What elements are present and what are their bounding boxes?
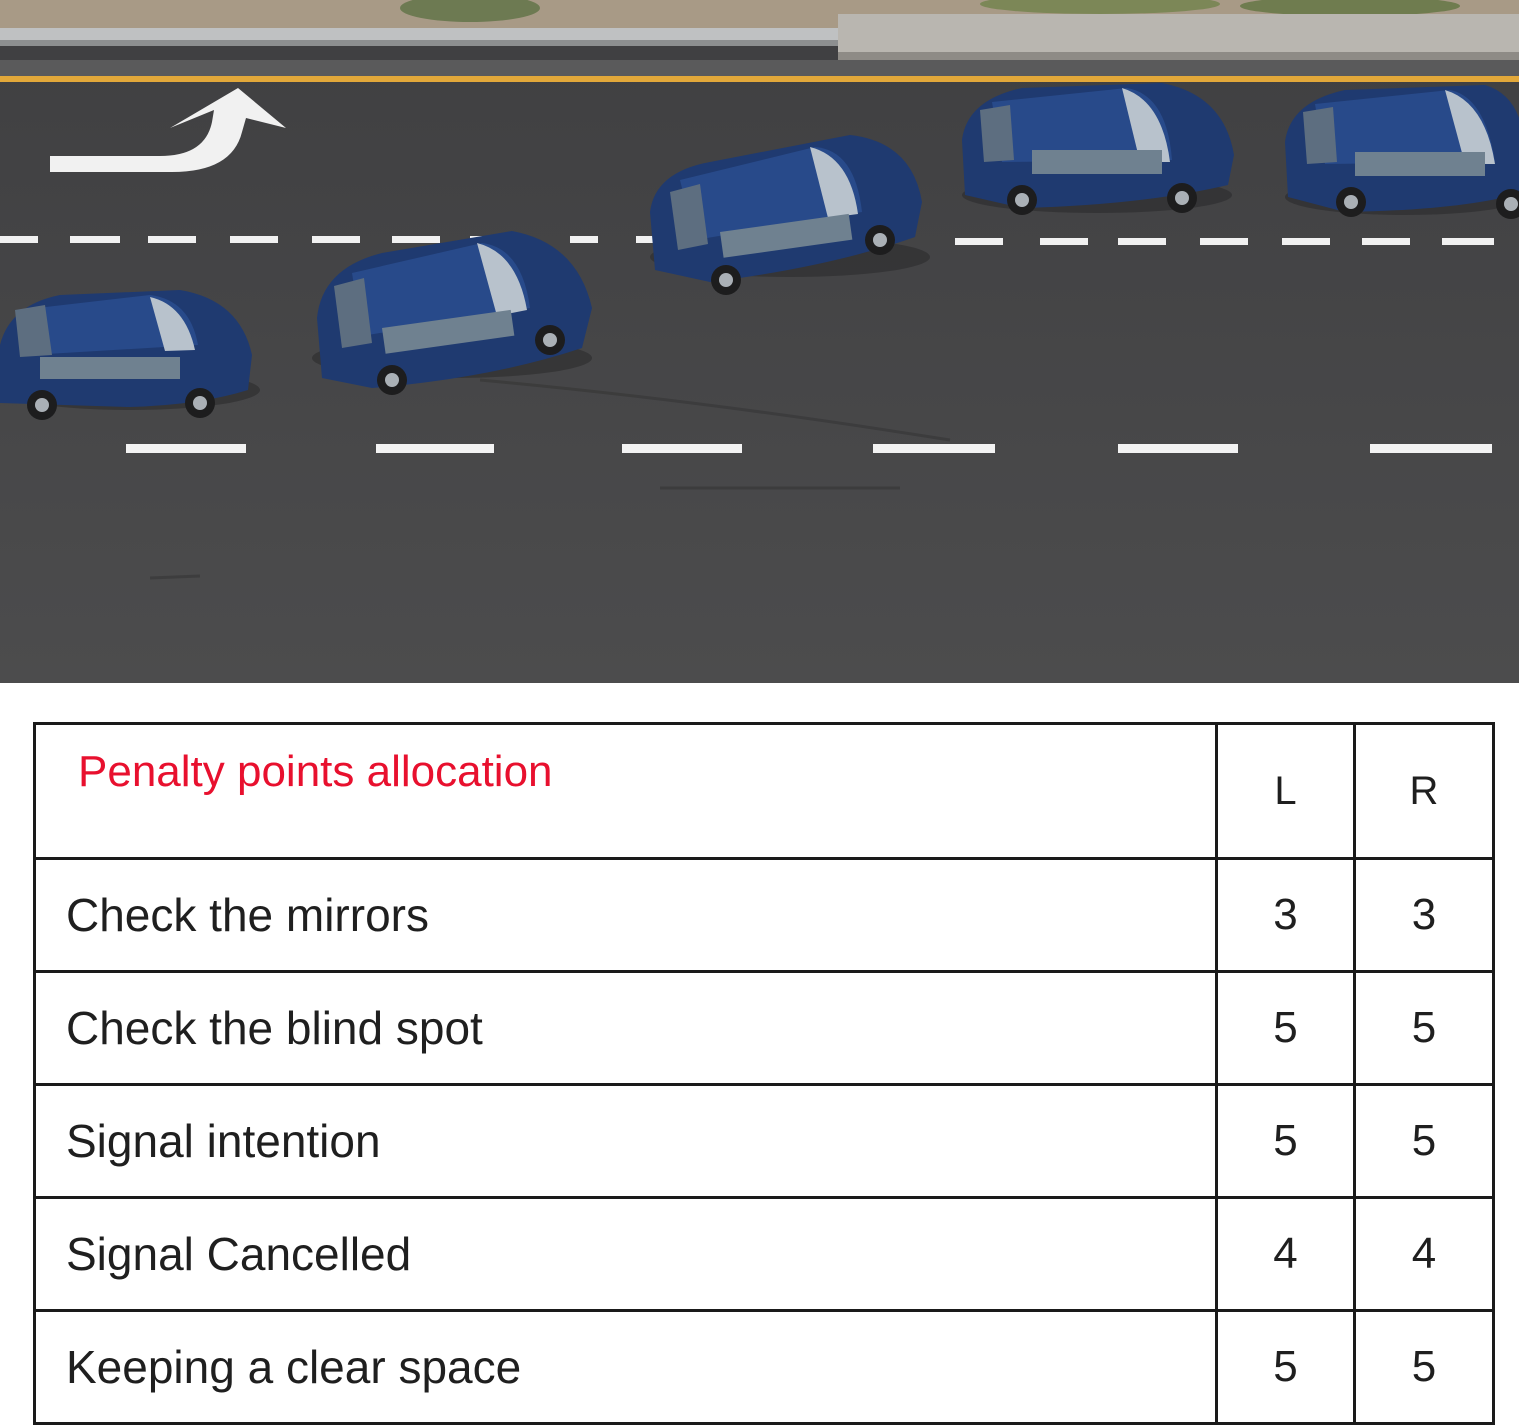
row-value-l: 5 — [1215, 970, 1356, 1086]
row-value-r: 4 — [1353, 1196, 1495, 1312]
row-value-r: 5 — [1353, 1083, 1495, 1199]
penalty-table: Penalty points allocation L R Check the … — [33, 722, 1495, 1425]
row-label: Signal Cancelled — [33, 1196, 1218, 1312]
turn-arrow-icon — [50, 88, 286, 172]
row-label: Keeping a clear space — [33, 1309, 1218, 1425]
row-value-l: 3 — [1215, 857, 1356, 973]
shrubs — [400, 0, 1460, 22]
car-4 — [962, 83, 1234, 215]
guardrail — [0, 28, 840, 42]
center-line — [0, 76, 1519, 82]
table-header-row: Penalty points allocation L R — [33, 722, 1495, 860]
row-label: Check the mirrors — [33, 857, 1218, 973]
row-value-l: 4 — [1215, 1196, 1356, 1312]
car-1 — [0, 290, 260, 420]
table-row: Signal intention 5 5 — [33, 1083, 1495, 1199]
row-label: Signal intention — [33, 1083, 1218, 1199]
column-header-r: R — [1353, 722, 1495, 860]
road-photo-svg — [0, 0, 1519, 683]
car-2 — [312, 231, 592, 395]
shoulder — [0, 60, 1519, 78]
table-row: Keeping a clear space 5 5 — [33, 1309, 1495, 1425]
row-value-l: 5 — [1215, 1309, 1356, 1425]
row-value-r: 5 — [1353, 1309, 1495, 1425]
row-value-l: 5 — [1215, 1083, 1356, 1199]
row-label: Check the blind spot — [33, 970, 1218, 1086]
table-row: Check the mirrors 3 3 — [33, 857, 1495, 973]
car-3 — [650, 135, 930, 295]
row-value-r: 3 — [1353, 857, 1495, 973]
table-row: Signal Cancelled 4 4 — [33, 1196, 1495, 1312]
tire-marks — [149, 378, 951, 580]
table-title: Penalty points allocation — [33, 722, 1218, 860]
row-value-r: 5 — [1353, 970, 1495, 1086]
table-row: Check the blind spot 5 5 — [33, 970, 1495, 1086]
road-photo — [0, 0, 1519, 683]
car-5 — [1285, 85, 1519, 219]
column-header-l: L — [1215, 722, 1356, 860]
